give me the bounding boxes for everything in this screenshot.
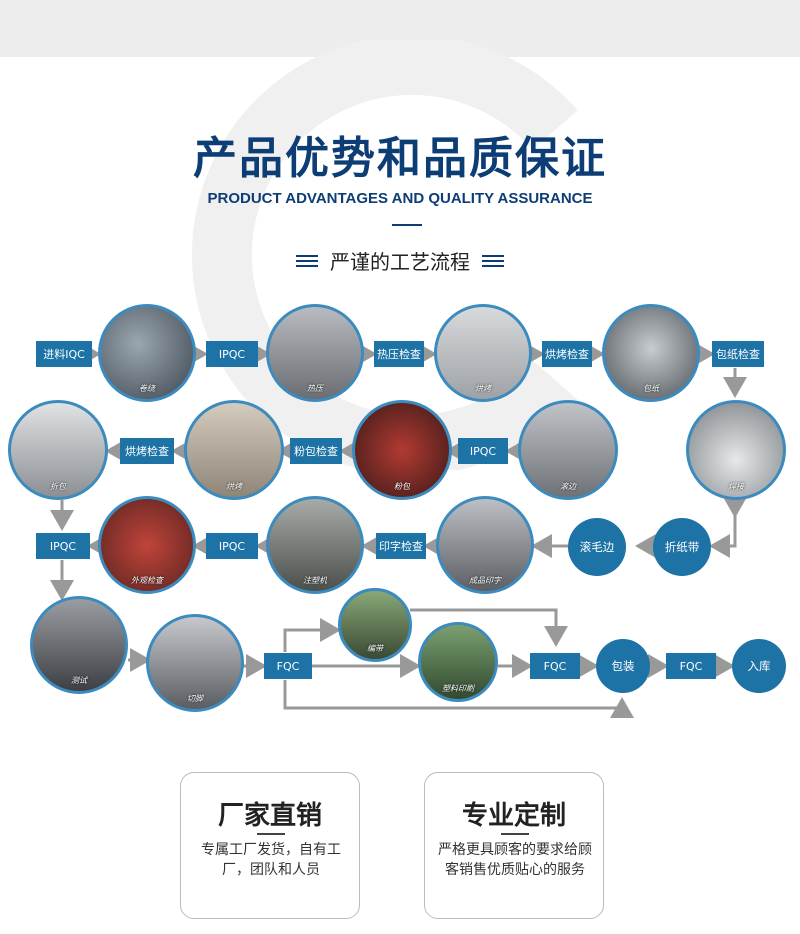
step-fqc-3: FQC	[666, 653, 716, 679]
caption: 滚边	[521, 481, 615, 492]
card-title: 厂家直销	[181, 795, 359, 832]
photo-taping: 编带	[338, 588, 412, 662]
caption: 热压	[269, 383, 361, 394]
card-divider	[257, 833, 285, 835]
step-packaging: 包装	[596, 639, 650, 693]
step-fqc-1: FQC	[264, 653, 312, 679]
photo-printing: 成品印字	[436, 496, 534, 594]
photo-edging: 滚边	[518, 400, 618, 500]
step-baking-check: 烘烤检查	[542, 341, 592, 367]
photo-welding: 焊接	[686, 400, 786, 500]
photo-cut-leg: 切脚	[146, 614, 244, 712]
photo-winding: 卷绕	[98, 304, 196, 402]
card-factory-direct: 厂家直销 专属工厂发货，自有工厂，团队和人员	[180, 772, 360, 919]
card-custom: 专业定制 严格更具顾客的要求给顾客销售优质贴心的服务	[424, 772, 604, 919]
step-ipqc: IPQC	[206, 341, 258, 367]
photo-powder: 粉包	[352, 400, 452, 500]
step-baking-check-2: 烘烤检查	[120, 438, 174, 464]
caption: 测试	[33, 675, 125, 686]
step-incoming-iqc: 进料IQC	[36, 341, 92, 367]
step-storage: 入库	[732, 639, 786, 693]
step-hot-press-check: 热压检查	[374, 341, 424, 367]
caption: 烘烤	[437, 383, 529, 394]
card-description: 专属工厂发货，自有工厂，团队和人员	[191, 840, 351, 880]
caption: 卷绕	[101, 383, 193, 394]
caption: 注塑机	[269, 575, 361, 586]
caption: 烘烤	[187, 481, 281, 492]
photo-hot-press: 热压	[266, 304, 364, 402]
card-title: 专业定制	[425, 795, 603, 832]
caption: 塑料印刷	[421, 683, 495, 694]
step-edge-roll: 滚毛边	[568, 518, 626, 576]
step-ipqc-4: IPQC	[206, 533, 258, 559]
step-ipqc-3: IPQC	[36, 533, 90, 559]
photo-test: 测试	[30, 596, 128, 694]
step-print-check: 印字检查	[376, 533, 426, 559]
photo-plastic-print: 塑料印刷	[418, 622, 498, 702]
caption: 粉包	[355, 481, 449, 492]
caption: 包纸	[605, 383, 697, 394]
photo-inspection: 外观检查	[98, 496, 196, 594]
photo-injection: 注塑机	[266, 496, 364, 594]
card-divider	[501, 833, 529, 835]
step-paper-check: 包纸检查	[712, 341, 764, 367]
photo-baking: 烘烤	[434, 304, 532, 402]
photo-folding: 折包	[8, 400, 108, 500]
caption: 成品印字	[439, 575, 531, 586]
step-fqc-2: FQC	[530, 653, 580, 679]
caption: 切脚	[149, 693, 241, 704]
caption: 外观检查	[101, 575, 193, 586]
photo-baking-2: 烘烤	[184, 400, 284, 500]
caption: 编带	[341, 643, 409, 654]
card-description: 严格更具顾客的要求给顾客销售优质贴心的服务	[435, 840, 595, 880]
caption: 折包	[11, 481, 105, 492]
caption: 焊接	[689, 481, 783, 492]
step-fold-tape: 折纸带	[653, 518, 711, 576]
photo-wrapping: 包纸	[602, 304, 700, 402]
step-ipqc-2: IPQC	[458, 438, 508, 464]
step-powder-check: 粉包检查	[290, 438, 342, 464]
